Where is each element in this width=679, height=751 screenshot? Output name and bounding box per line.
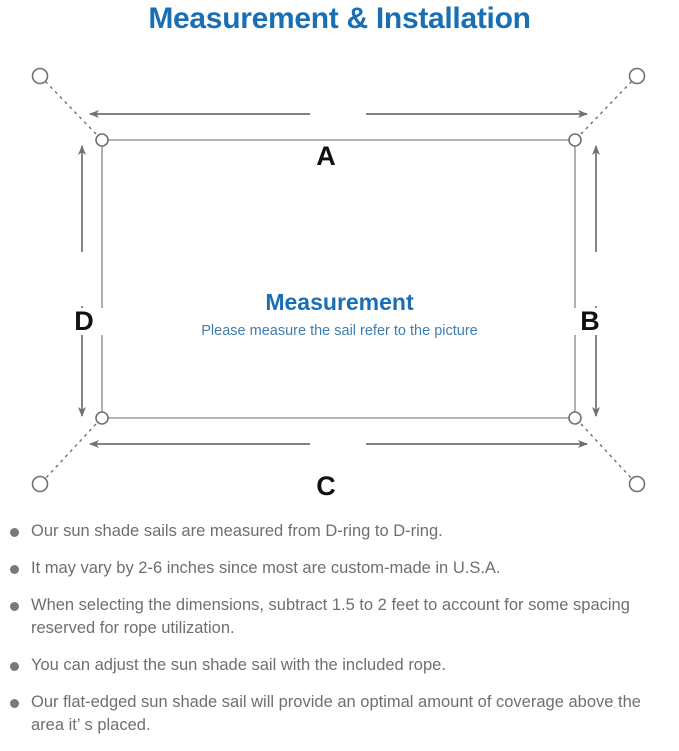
d-ring-top-right <box>568 133 582 147</box>
list-item-text: It may vary by 2-6 inches since most are… <box>31 559 501 577</box>
bullet-dot-icon <box>10 662 19 671</box>
d-ring-bottom-left <box>95 411 109 425</box>
list-item: You can adjust the sun shade sail with t… <box>0 654 679 677</box>
list-item-text: Our sun shade sails are measured from D-… <box>31 522 443 540</box>
rope-bottom-left <box>43 423 97 481</box>
anchor-post-bottom-right <box>628 475 646 493</box>
sail-rectangle <box>101 139 576 419</box>
rope-top-left <box>43 79 97 135</box>
list-item-text: Our flat-edged sun shade sail will provi… <box>31 693 641 734</box>
rope-bottom-right <box>580 423 634 481</box>
bullet-dot-icon <box>10 602 19 611</box>
list-item: Our sun shade sails are measured from D-… <box>0 520 679 543</box>
list-item-text: You can adjust the sun shade sail with t… <box>31 656 446 674</box>
measurement-diagram: Measurement Please measure the sail refe… <box>0 44 679 514</box>
d-ring-top-left <box>95 133 109 147</box>
list-item: When selecting the dimensions, subtract … <box>0 594 679 640</box>
bullet-dot-icon <box>10 565 19 574</box>
bullet-dot-icon <box>10 699 19 708</box>
diagram-svg <box>31 67 646 493</box>
anchor-post-top-right <box>628 67 646 85</box>
notes-list: Our sun shade sails are measured from D-… <box>0 520 679 751</box>
d-ring-bottom-right <box>568 411 582 425</box>
bullet-dot-icon <box>10 528 19 537</box>
list-item-text: When selecting the dimensions, subtract … <box>31 596 630 637</box>
page-title: Measurement & Installation <box>148 2 531 35</box>
rope-top-right <box>580 79 634 135</box>
anchor-post-bottom-left <box>31 475 49 493</box>
list-item: It may vary by 2-6 inches since most are… <box>0 557 679 580</box>
list-item: Our flat-edged sun shade sail will provi… <box>0 691 679 737</box>
anchor-post-top-left <box>31 67 49 85</box>
